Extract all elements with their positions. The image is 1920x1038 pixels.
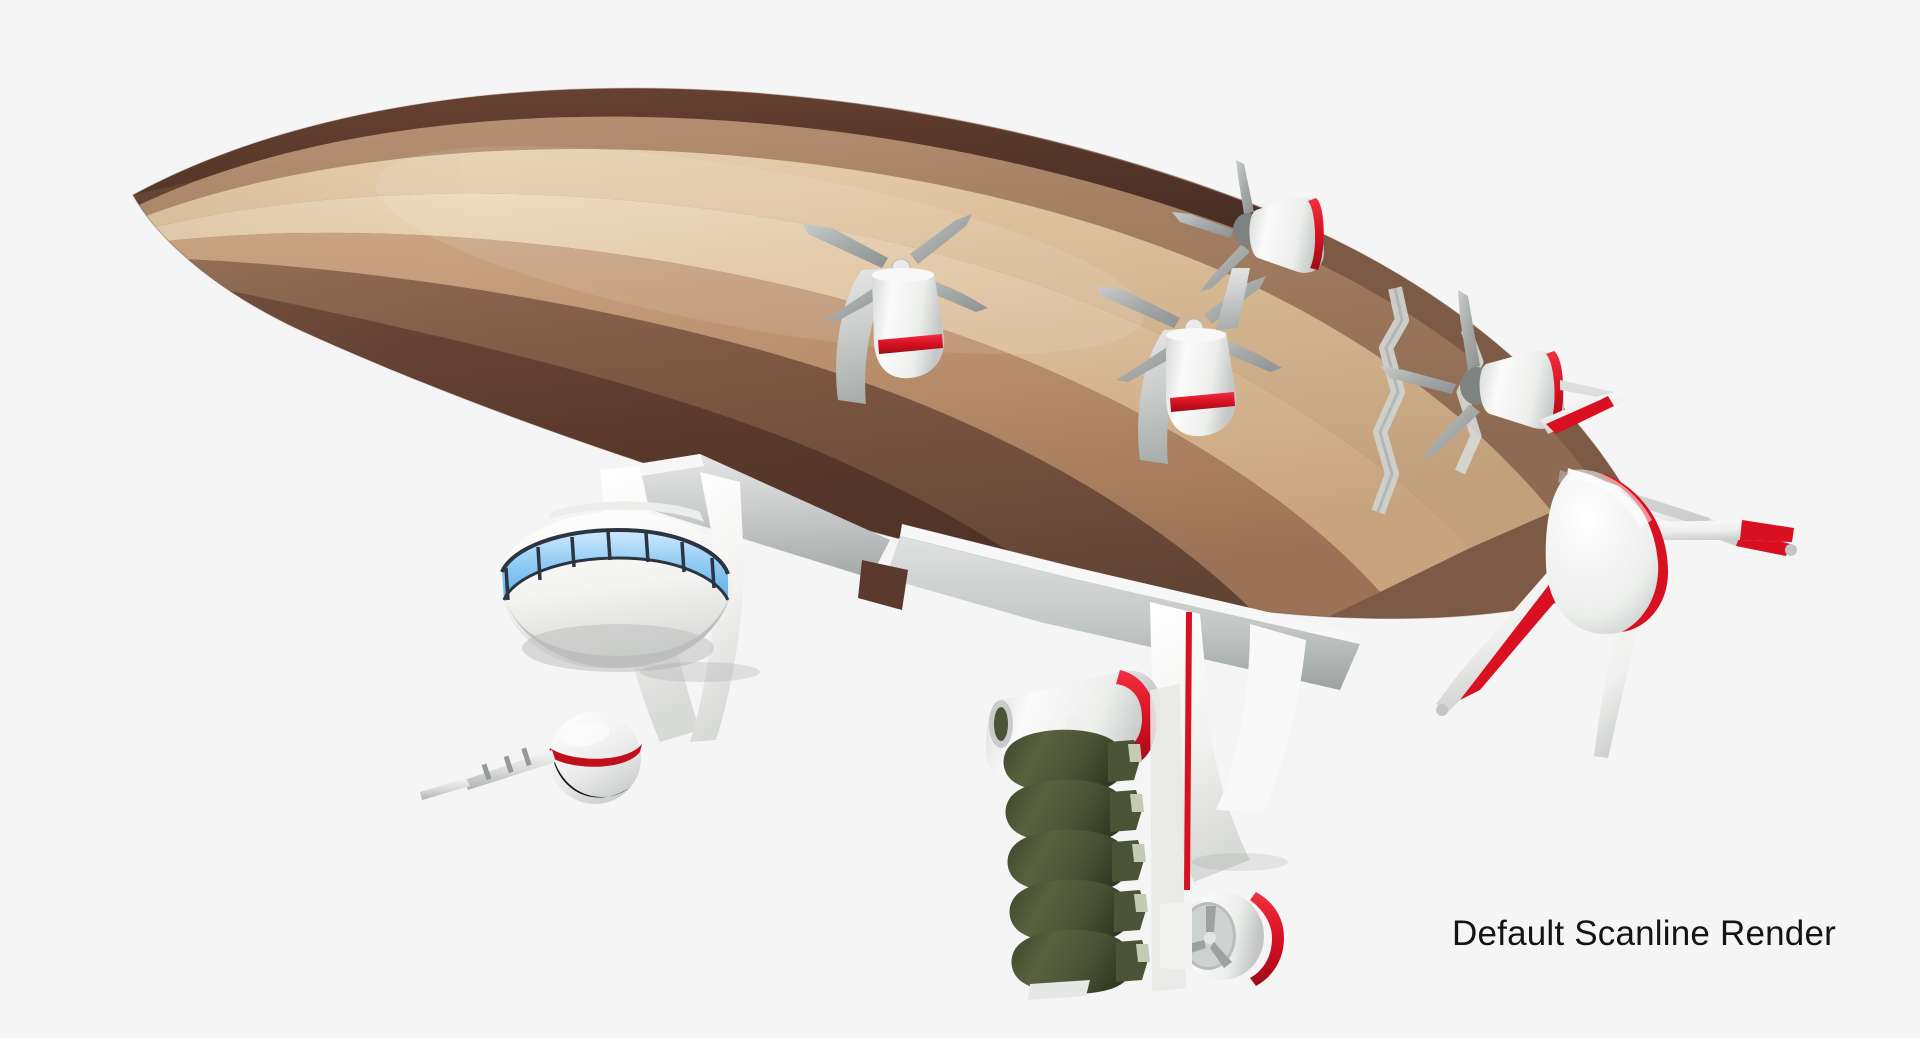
engine-strut — [1560, 380, 1614, 400]
engine-aft-side — [1380, 290, 1614, 460]
fan-duct-red-ring — [1250, 892, 1284, 986]
engine-nacelle — [1249, 197, 1324, 273]
fan-pylon — [1160, 902, 1192, 970]
engine-red-band — [878, 334, 943, 354]
bomb-item — [1011, 929, 1150, 994]
rack-red-band — [1116, 670, 1157, 768]
deck-plate-forward — [600, 454, 890, 578]
engine-forward-upper — [802, 214, 988, 404]
forward-gondola — [500, 501, 732, 672]
tail-cap — [1545, 469, 1668, 634]
envelope-gore-5 — [158, 232, 1380, 619]
engine-pylon — [1216, 268, 1250, 330]
tail-fin-lower-left — [1436, 560, 1582, 716]
gun-barrel — [420, 747, 556, 800]
engine-nacelle — [1166, 332, 1237, 437]
aft-fairing-curve — [1216, 624, 1306, 812]
render-caption: Default Scanline Render — [1452, 914, 1836, 953]
seam-rib-forward-shadow — [1376, 287, 1404, 513]
window-mullions — [504, 530, 716, 601]
fan-hub — [1204, 932, 1216, 944]
engine-red-band — [1308, 198, 1324, 270]
tail-assembly — [1436, 390, 1797, 758]
ventral-deck — [600, 454, 1362, 690]
tail-fin-upper-left — [1540, 390, 1626, 434]
bomb-item — [1005, 779, 1144, 844]
contact-shadows — [640, 662, 1288, 871]
bomb-list — [1003, 729, 1150, 994]
envelope-gore-1 — [133, 88, 1285, 246]
tail-fin-lower-right — [1594, 596, 1644, 758]
bomb-item — [1009, 879, 1148, 944]
ducted-fan — [1160, 892, 1284, 986]
engine-aft-upper — [1172, 160, 1324, 330]
deck-plate-aft — [886, 536, 1360, 690]
engine-red-band — [1546, 351, 1564, 430]
bomb-rack — [986, 670, 1186, 1000]
cockpit-window-band — [500, 527, 730, 601]
aft-fairing-red-stripe — [1184, 612, 1192, 890]
engine-pylon — [836, 268, 894, 404]
engine-nacelle — [1479, 351, 1564, 429]
turret-red-band — [549, 744, 642, 767]
propeller-blades — [1172, 160, 1254, 292]
envelope-gore-2 — [139, 116, 1600, 512]
engine-red-band — [1170, 392, 1235, 412]
bomb-item — [1007, 829, 1146, 894]
engine-nacelle — [872, 272, 945, 379]
bomb-item — [1003, 729, 1142, 794]
ball-turret — [420, 712, 642, 806]
